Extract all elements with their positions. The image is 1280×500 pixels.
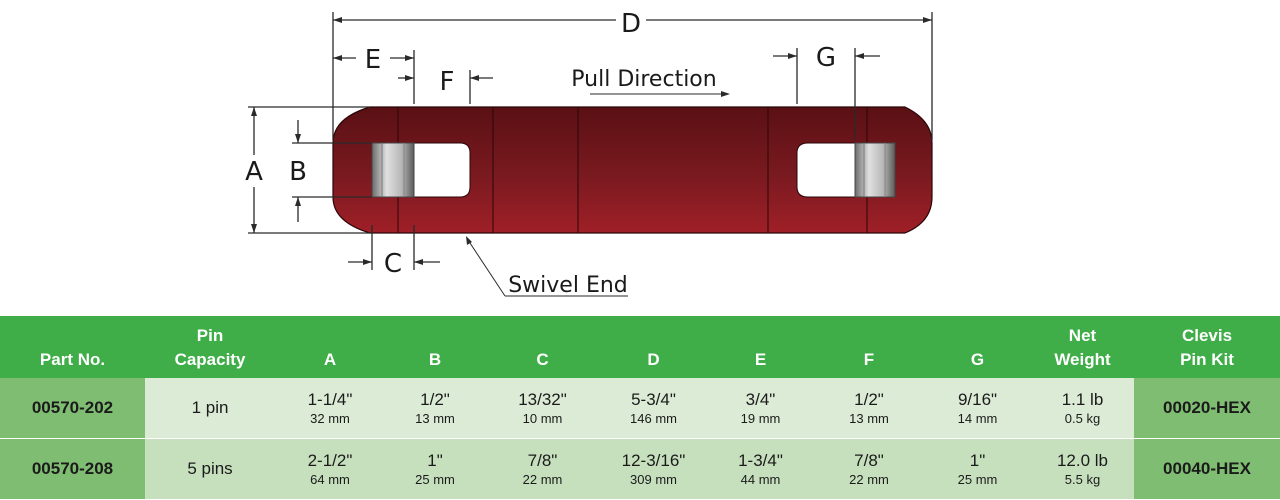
label-d: D [621,9,641,39]
f-cell: 1/2"13 mm [814,378,924,439]
table-row: 00570-208 5 pins 2-1/2"64 mm 1"25 mm 7/8… [0,438,1280,500]
label-c: C [384,249,402,279]
b-cell: 1/2"13 mm [385,378,485,439]
header-c: C [485,316,600,378]
part-no-cell: 00570-208 [0,438,145,500]
pin-capacity-cell: 1 pin [145,378,275,439]
left-pin [371,142,415,198]
header-d: D [600,316,707,378]
dimension-g: G [773,43,880,140]
header-g: G [924,316,1031,378]
dimension-a: A [245,106,370,234]
header-b: B [385,316,485,378]
table-row: 00570-202 1 pin 1-1/4"32 mm 1/2"13 mm 13… [0,378,1280,439]
pull-direction-label: Pull Direction [571,67,716,92]
clevis-kit-cell: 00020-HEX [1134,378,1280,439]
dimension-b: B [289,120,372,222]
link-body [332,106,933,234]
swivel-link-diagram: D E F G Pull Direction [245,9,933,298]
header-a: A [275,316,385,378]
g-cell: 1"25 mm [924,438,1031,500]
dimension-d: D [332,9,933,140]
c-cell: 13/32"10 mm [485,378,600,439]
header-e: E [707,316,814,378]
label-f: F [440,67,455,97]
f-cell: 7/8"22 mm [814,438,924,500]
e-cell: 1-3/4"44 mm [707,438,814,500]
a-cell: 1-1/4"32 mm [275,378,385,439]
label-a: A [245,157,263,187]
dimension-c: C [348,225,440,279]
clevis-kit-cell: 00040-HEX [1134,438,1280,500]
b-cell: 1"25 mm [385,438,485,500]
c-cell: 7/8"22 mm [485,438,600,500]
header-part-no: Part No. [0,316,145,378]
g-cell: 9/16"14 mm [924,378,1031,439]
pin-capacity-cell: 5 pins [145,438,275,500]
swivel-end-label: Swivel End [508,273,628,298]
label-e: E [365,45,381,75]
e-cell: 3/4"19 mm [707,378,814,439]
dimension-e: E [333,45,415,104]
d-cell: 5-3/4"146 mm [600,378,707,439]
pull-direction-arrow: Pull Direction [571,67,730,97]
label-g: G [816,43,836,73]
label-b: B [289,157,307,187]
swivel-end-callout: Swivel End [466,236,628,298]
a-cell: 2-1/2"64 mm [275,438,385,500]
d-cell: 12-3/16"309 mm [600,438,707,500]
dimension-f: F [398,67,493,104]
right-pin [854,142,896,198]
part-no-cell: 00570-202 [0,378,145,439]
header-f: F [814,316,924,378]
